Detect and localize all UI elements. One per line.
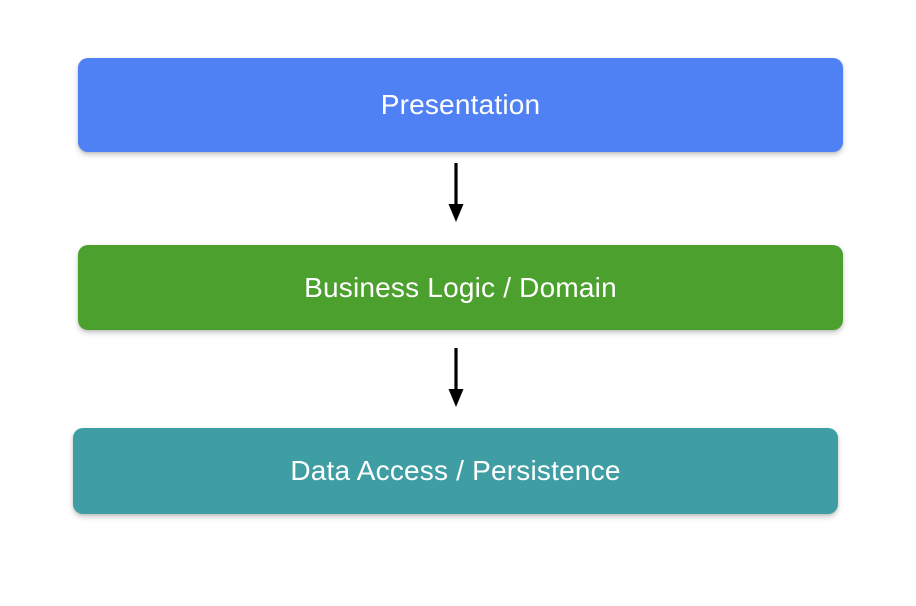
- layer-box-business-logic[interactable]: Business Logic / Domain: [78, 245, 843, 330]
- layer-box-data-access[interactable]: Data Access / Persistence: [73, 428, 838, 514]
- layer-label-business-logic: Business Logic / Domain: [304, 271, 617, 303]
- layer-label-presentation: Presentation: [380, 89, 541, 120]
- layer-box-presentation[interactable]: Presentation: [78, 58, 843, 152]
- down-arrow-icon-business-to-data: [448, 348, 464, 408]
- layer-label-data-access: Data Access / Persistence: [290, 455, 621, 486]
- down-arrow-icon-presentation-to-business: [448, 163, 464, 223]
